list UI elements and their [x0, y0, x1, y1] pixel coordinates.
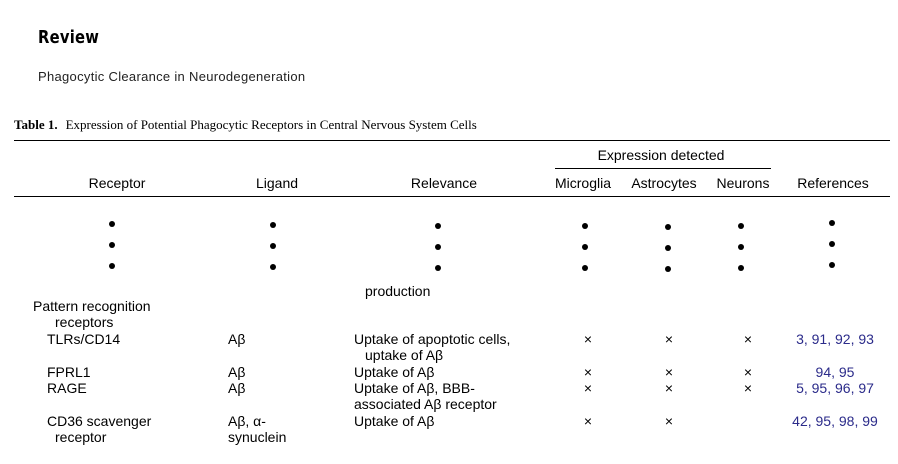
- cell-ligand-line1: Aβ, α-: [228, 413, 266, 429]
- cell-references[interactable]: 5, 95, 96, 97: [796, 380, 874, 396]
- col-header-ligand: Ligand: [255, 175, 299, 191]
- cell-references[interactable]: 42, 95, 98, 99: [792, 413, 878, 429]
- cell-microglia: ×: [583, 413, 593, 429]
- cell-receptor: RAGE: [47, 380, 87, 396]
- cell-microglia: ×: [583, 364, 593, 380]
- col-header-relevance: Relevance: [410, 175, 478, 191]
- ellipsis-dot: [435, 223, 441, 229]
- ellipsis-dot: [665, 245, 671, 251]
- ellipsis-dot: [109, 263, 115, 269]
- cell-neurons: ×: [743, 364, 753, 380]
- ellipsis-dot: [435, 244, 441, 250]
- ellipsis-dot: [829, 262, 835, 268]
- ellipsis-dot: [270, 243, 276, 249]
- ellipsis-dot: [665, 224, 671, 230]
- cell-relevance: Uptake of Aβ, BBB- associated Aβ recepto…: [354, 380, 497, 412]
- table-top-rule: [14, 140, 890, 141]
- ellipsis-dot: [270, 264, 276, 270]
- cell-relevance-line1: Uptake of Aβ, BBB-: [354, 380, 475, 396]
- group-label-line2: receptors: [55, 314, 114, 330]
- col-header-neurons: Neurons: [716, 175, 770, 191]
- cell-neurons: ×: [743, 380, 753, 396]
- cell-relevance: Uptake of Aβ: [354, 413, 435, 429]
- cell-astrocytes: ×: [664, 364, 674, 380]
- ellipsis-dot: [829, 220, 835, 226]
- running-title: Phagocytic Clearance in Neurodegeneratio…: [38, 69, 306, 84]
- ellipsis-dot: [665, 266, 671, 272]
- col-header-references: References: [797, 175, 869, 191]
- cell-microglia: ×: [583, 380, 593, 396]
- cell-astrocytes: ×: [664, 331, 674, 347]
- col-header-receptor: Receptor: [88, 175, 146, 191]
- group-header-expression: Expression detected: [597, 147, 725, 163]
- col-header-microglia: Microglia: [554, 175, 611, 191]
- cell-references[interactable]: 3, 91, 92, 93: [796, 331, 874, 347]
- cell-relevance-line1: Uptake of apoptotic cells,: [354, 331, 511, 347]
- table-caption: Table 1. Expression of Potential Phagocyt…: [14, 117, 477, 133]
- table-caption-text: Expression of Potential Phagocytic Recep…: [65, 117, 477, 132]
- ellipsis-dot: [109, 242, 115, 248]
- group-header-rule: [555, 168, 771, 169]
- truncated-cell-text: production: [365, 283, 431, 299]
- col-header-astrocytes: Astrocytes: [631, 175, 697, 191]
- cell-relevance-line2: associated Aβ receptor: [354, 396, 497, 412]
- ellipsis-dot: [582, 223, 588, 229]
- cell-relevance-line2: uptake of Aβ: [365, 347, 444, 363]
- cell-relevance: Uptake of apoptotic cells, uptake of Aβ: [354, 331, 510, 363]
- cell-microglia: ×: [583, 331, 593, 347]
- ellipsis-dot: [582, 244, 588, 250]
- ellipsis-dot: [738, 265, 744, 271]
- cell-receptor: TLRs/CD14: [47, 331, 121, 347]
- cell-receptor: FPRL1: [47, 364, 91, 380]
- ellipsis-dot: [435, 265, 441, 271]
- cell-receptor: CD36 scavenger receptor: [47, 413, 151, 445]
- cell-receptor-line1: CD36 scavenger: [47, 413, 152, 429]
- cell-neurons: ×: [743, 331, 753, 347]
- cell-ligand: Aβ: [228, 380, 246, 396]
- table-caption-label: Table 1.: [14, 117, 58, 132]
- header-bottom-rule: [14, 196, 890, 197]
- ellipsis-dot: [582, 265, 588, 271]
- ellipsis-dot: [109, 221, 115, 227]
- group-label-line1: Pattern recognition: [33, 298, 151, 314]
- cell-ligand: Aβ: [228, 331, 246, 347]
- ellipsis-dot: [738, 244, 744, 250]
- cell-ligand: Aβ, α- synuclein: [228, 413, 286, 445]
- group-label: Pattern recognition receptors: [33, 298, 151, 330]
- cell-astrocytes: ×: [664, 413, 674, 429]
- cell-ligand-line2: synuclein: [228, 429, 287, 445]
- section-label: Review: [38, 27, 100, 48]
- cell-relevance: Uptake of Aβ: [354, 364, 435, 380]
- ellipsis-dot: [738, 223, 744, 229]
- cell-ligand: Aβ: [228, 364, 246, 380]
- ellipsis-dot: [829, 241, 835, 247]
- ellipsis-dot: [270, 222, 276, 228]
- cell-astrocytes: ×: [664, 380, 674, 396]
- cell-references[interactable]: 94, 95: [815, 364, 855, 380]
- cell-receptor-line2: receptor: [55, 429, 107, 445]
